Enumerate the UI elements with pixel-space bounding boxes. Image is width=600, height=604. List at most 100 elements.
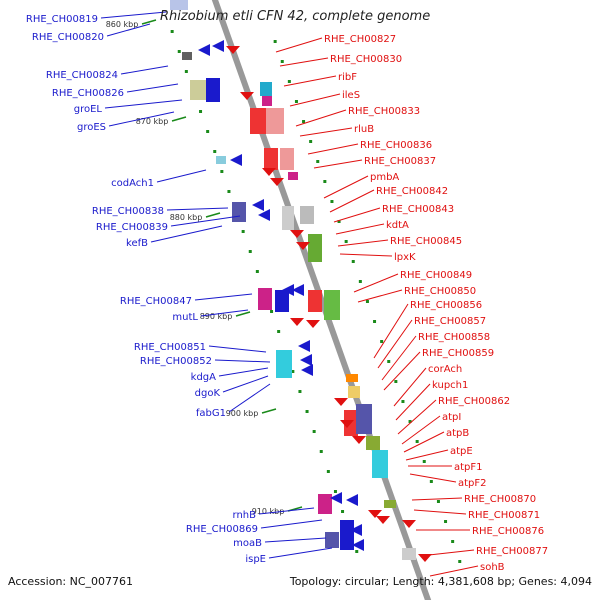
gene-arrow-plus <box>376 516 390 524</box>
gene-arrow-minus <box>258 209 270 221</box>
scale-tick <box>408 420 412 423</box>
gene-label-right[interactable]: pmbA <box>370 172 399 183</box>
gene-feature-plus <box>262 96 272 106</box>
label-callout <box>419 549 475 557</box>
gene-label-left[interactable]: RHE_CH00852 <box>140 356 212 367</box>
gene-label-left[interactable]: RHE_CH00869 <box>186 524 258 535</box>
gene-arrow-plus <box>334 398 348 406</box>
gene-label-left[interactable]: kdgA <box>191 372 216 383</box>
gene-feature-plus <box>324 290 340 320</box>
gene-arrow-plus <box>262 168 276 176</box>
gene-arrow-minus <box>298 340 310 352</box>
gene-label-left[interactable]: fabG1 <box>196 408 226 419</box>
gene-label-left[interactable]: groEL <box>74 104 103 115</box>
gene-label-left[interactable]: RHE_CH00824 <box>46 70 118 81</box>
gene-label-right[interactable]: corAch <box>428 364 462 375</box>
gene-label-right[interactable]: RHE_CH00858 <box>418 332 490 343</box>
label-callout <box>126 83 179 93</box>
gene-label-right[interactable]: atpF1 <box>454 462 483 473</box>
gene-feature-minus <box>275 290 289 312</box>
gene-label-left[interactable]: ispE <box>245 554 266 565</box>
gene-label-left[interactable]: mutL <box>172 312 198 323</box>
gene-feature-minus <box>340 520 354 550</box>
gene-label-left[interactable]: RHE_CH00826 <box>52 88 124 99</box>
label-callout <box>323 175 369 199</box>
gene-label-right[interactable]: sohB <box>480 562 505 573</box>
gene-label-right[interactable]: atpB <box>446 428 469 439</box>
gene-label-right[interactable]: RHE_CH00862 <box>438 396 510 407</box>
gene-label-left[interactable]: dgoK <box>195 388 221 399</box>
gene-label-right[interactable]: atpI <box>442 412 461 423</box>
gene-label-right[interactable]: RHE_CH00843 <box>382 204 454 215</box>
gene-label-right[interactable]: RHE_CH00850 <box>404 286 476 297</box>
label-callout <box>150 225 223 243</box>
label-callout <box>258 507 315 515</box>
gene-label-right[interactable]: RHE_CH00849 <box>400 270 472 281</box>
gene-label-right[interactable]: RHE_CH00836 <box>360 140 432 151</box>
gene-label-right[interactable]: atpF2 <box>458 478 487 489</box>
gene-label-right[interactable]: RHE_CH00876 <box>472 526 544 537</box>
gene-label-left[interactable]: groES <box>77 122 106 133</box>
gene-feature-minus <box>325 532 339 548</box>
scale-tick <box>309 140 313 143</box>
gene-feature-plus <box>366 436 380 450</box>
label-callout <box>377 319 413 369</box>
gene-label-left[interactable]: kefB <box>126 238 148 249</box>
scale-label: 890 kbp <box>200 312 233 321</box>
gene-label-right[interactable]: rluB <box>354 124 374 135</box>
gene-label-right[interactable]: RHE_CH00842 <box>376 186 448 197</box>
gene-label-right[interactable]: RHE_CH00830 <box>330 54 402 65</box>
gene-label-left[interactable]: RHE_CH00838 <box>92 206 164 217</box>
gene-feature-minus <box>232 202 246 222</box>
gene-label-right[interactable]: RHE_CH00859 <box>422 348 494 359</box>
label-callout <box>200 309 249 317</box>
label-callout <box>283 75 337 87</box>
gene-arrow-minus <box>346 494 358 506</box>
gene-label-left[interactable]: RHE_CH00851 <box>134 342 206 353</box>
gene-arrow-minus <box>292 284 304 296</box>
gene-label-left[interactable]: RHE_CH00820 <box>32 32 104 43</box>
gene-label-right[interactable]: RHE_CH00845 <box>390 236 462 247</box>
gene-label-left[interactable]: RHE_CH00819 <box>26 14 98 25</box>
gene-label-right[interactable]: RHE_CH00871 <box>468 510 540 521</box>
scale-tick <box>302 120 306 123</box>
gene-label-right[interactable]: ileS <box>342 90 360 101</box>
scale-tick-mark <box>235 311 251 317</box>
scale-tick-mark <box>171 116 187 122</box>
gene-label-right[interactable]: RHE_CH00870 <box>464 494 536 505</box>
label-callout <box>279 57 329 67</box>
gene-label-right[interactable]: kdtA <box>386 220 409 231</box>
gene-label-left[interactable]: moaB <box>233 538 262 549</box>
scale-label: 860 kbp <box>106 20 139 29</box>
label-callout <box>307 143 359 155</box>
scale-tick <box>358 280 362 283</box>
label-callout <box>403 431 445 453</box>
gene-label-right[interactable]: RHE_CH00833 <box>348 106 420 117</box>
accession-label: Accession: NC_007761 <box>8 575 134 588</box>
gene-label-left[interactable]: codAch1 <box>111 178 154 189</box>
gene-label-right[interactable]: ribF <box>338 72 357 83</box>
gene-label-left[interactable]: RHE_CH00839 <box>96 222 168 233</box>
gene-label-right[interactable]: RHE_CH00877 <box>476 546 548 557</box>
gene-feature-plus <box>308 234 322 262</box>
scale-tick <box>436 500 440 503</box>
gene-feature-minus <box>258 288 272 310</box>
scale-tick <box>451 540 455 543</box>
gene-feature-plus <box>348 386 360 398</box>
scale-tick <box>365 300 369 303</box>
gene-label-right[interactable]: RHE_CH00827 <box>324 34 396 45</box>
gene-label-right[interactable]: RHE_CH00857 <box>414 316 486 327</box>
gene-label-right[interactable]: RHE_CH00856 <box>410 300 482 311</box>
gene-label-right[interactable]: lpxK <box>394 252 416 263</box>
label-callout <box>329 189 375 213</box>
scale-tick <box>298 390 302 393</box>
gene-feature-minus <box>182 52 192 60</box>
label-callout <box>260 519 323 529</box>
gene-label-left[interactable]: rnhB <box>233 510 257 521</box>
gene-label-right[interactable]: kupch1 <box>432 380 468 391</box>
gene-label-right[interactable]: RHE_CH00837 <box>364 156 436 167</box>
map-title: Rhizobium etli CFN 42, complete genome <box>160 9 431 24</box>
gene-arrow-minus <box>330 492 342 504</box>
gene-label-left[interactable]: RHE_CH00847 <box>120 296 192 307</box>
gene-label-right[interactable]: atpE <box>450 446 473 457</box>
